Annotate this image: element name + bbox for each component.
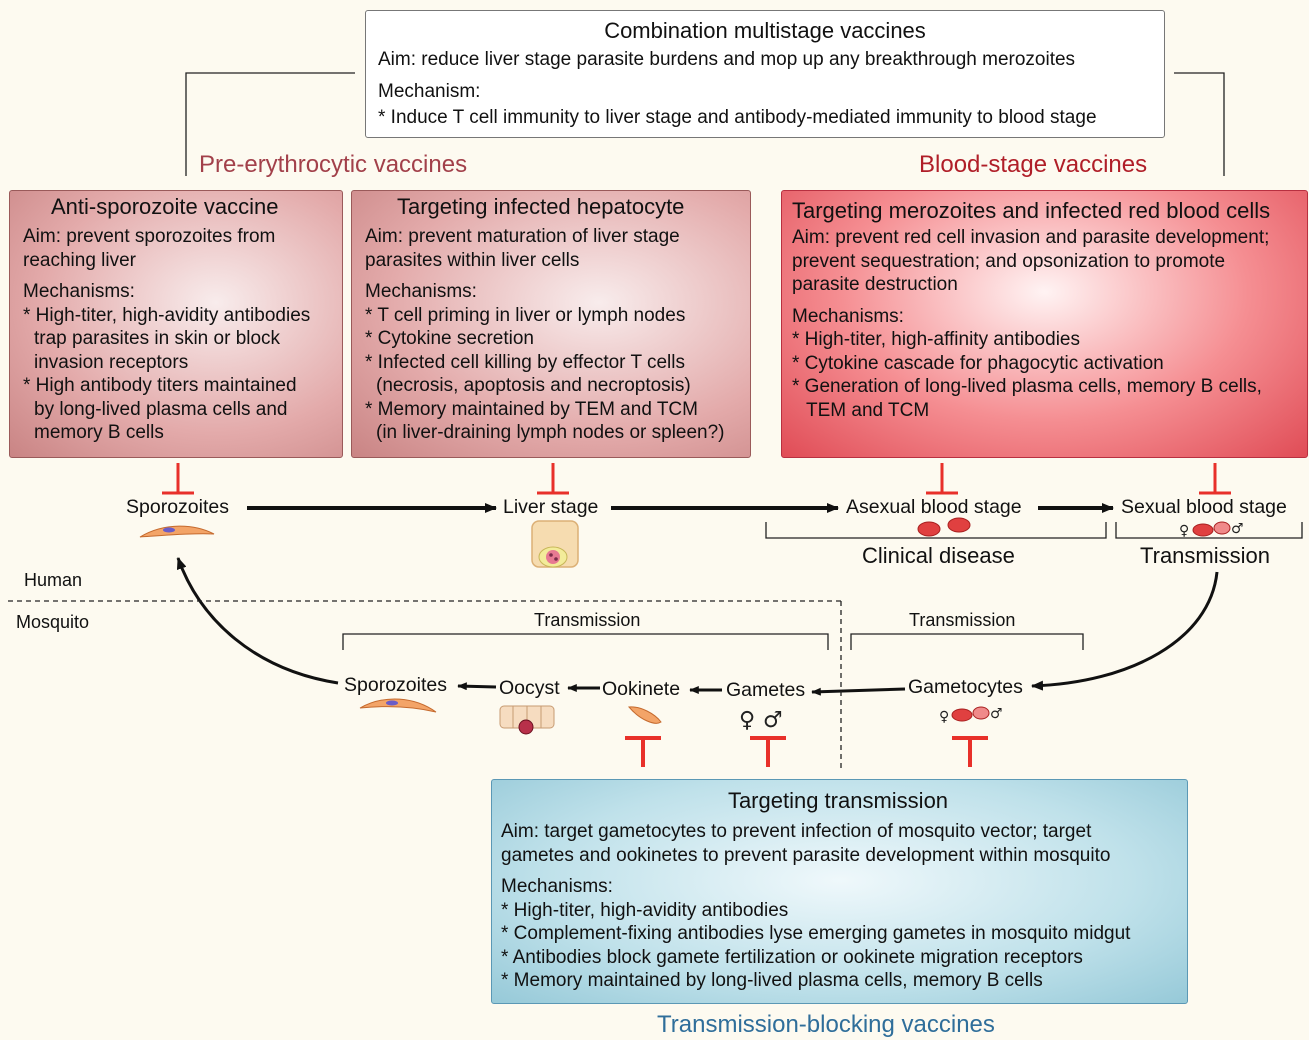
transmission-mechanism-line: * Complement-fixing antibodies lyse emer…	[501, 923, 1131, 944]
gametes-label: Gametes	[726, 679, 806, 701]
merozoites-rbc-box: Targeting merozoites and infected red bl…	[781, 190, 1308, 458]
human-label: Human	[24, 570, 83, 590]
transmission-aim-line: gametes and ookinetes to prevent parasit…	[501, 844, 1111, 866]
hepatocyte-aim-line: parasites within liver cells	[365, 249, 580, 271]
gamete-symbols-icon: ♀ ♂	[739, 708, 783, 733]
mosquito-gametocyte-icon: ♀ ♂	[939, 706, 1003, 725]
combination-title: Combination multistage vaccines	[604, 18, 926, 43]
anti-sporozoite-mechanism-line: * High-titer, high-avidity antibodies	[23, 304, 311, 326]
hepatocyte-mechanism-line: * Infected cell killing by effector T ce…	[365, 351, 685, 373]
merozoites-mechanism-line: * Generation of long-lived plasma cells,…	[792, 376, 1262, 397]
anti-sporozoite-mechanism-line: by long-lived plasma cells and	[34, 398, 288, 420]
targeting-transmission-box: Targeting transmission Aim: target gamet…	[491, 779, 1188, 1004]
transmission-mosquito-left-label: Transmission	[534, 610, 641, 630]
merozoites-aim-line: parasite destruction	[792, 274, 958, 295]
mosquito-sporozoites-label: Sporozoites	[344, 674, 447, 696]
transmission-mosquito-right-label: Transmission	[909, 610, 1016, 630]
stage-sporozoites: Sporozoites	[126, 496, 229, 518]
sporozoite-icon	[139, 525, 215, 538]
hepatocyte-aim-line: Aim: prevent maturation of liver stage	[365, 226, 680, 247]
anti-sporozoite-mechanism-line: invasion receptors	[34, 351, 189, 373]
inhibitor-liver	[537, 463, 569, 495]
merozoites-title: Targeting merozoites and infected red bl…	[792, 198, 1271, 223]
transmission-mechanism-line: * Memory maintained by long-lived plasma…	[501, 970, 1043, 991]
hepatocyte-mechanism-line: * Cytokine secretion	[365, 328, 534, 349]
combination-mechanism: * Induce T cell immunity to liver stage …	[378, 107, 1097, 128]
stage-sexual-blood: Sexual blood stage	[1121, 496, 1287, 518]
inhibitor-sexual	[1199, 463, 1231, 495]
anti-sporozoite-aim-line: Aim: prevent sporozoites from	[23, 226, 276, 247]
hepatocyte-mechanism-line: (necrosis, apoptosis and necroptosis)	[376, 375, 691, 396]
combination-bracket	[185, 72, 1225, 176]
gametocyte-icon: ♀ ♂	[1179, 521, 1244, 539]
oocyst-icon	[499, 705, 555, 735]
mosquito-cycle-arrows	[457, 682, 906, 696]
clinical-disease-label: Clinical disease	[862, 543, 1015, 568]
combination-vaccines-box: Combination multistage vaccines Aim: red…	[365, 10, 1165, 138]
anti-sporozoite-mechanism-line: trap parasites in skin or block	[34, 328, 281, 349]
merozoites-mechanism-line: * High-titer, high-affinity antibodies	[792, 329, 1080, 350]
transmission-human-label: Transmission	[1140, 543, 1270, 568]
svg-text:♀: ♀	[1179, 523, 1189, 539]
hepatocyte-mechanism-line: (in liver-draining lymph nodes or spleen…	[376, 422, 725, 443]
arrow-sexual-to-gametocytes	[1031, 571, 1219, 691]
inhibitor-asexual	[926, 463, 958, 495]
stage-brackets	[342, 522, 1303, 650]
transmission-aim-line: Aim: target gametocytes to prevent infec…	[501, 821, 1092, 842]
blood-stage-label: Blood-stage vaccines	[919, 151, 1148, 178]
combination-aim: Aim: reduce liver stage parasite burdens…	[378, 49, 1076, 70]
inhibitor-gametes	[750, 736, 786, 767]
mosquito-label: Mosquito	[16, 612, 90, 632]
merozoites-mechanism-line: TEM and TCM	[806, 399, 930, 421]
hepatocyte-mechanisms-heading: Mechanisms:	[365, 281, 477, 302]
inhibitor-sporozoites	[162, 463, 194, 495]
hepatocyte-mechanism-line: * Memory maintained by TEM and TCM	[365, 398, 698, 420]
svg-text:♂: ♂	[763, 708, 783, 733]
stage-liver: Liver stage	[503, 496, 599, 518]
inhibitor-gametocytes	[952, 736, 988, 767]
transmission-mechanism-line: * High-titer, high-avidity antibodies	[501, 899, 789, 921]
arrow-mosquito-sporozoites-to-human	[176, 557, 339, 685]
svg-text:♀: ♀	[739, 708, 755, 733]
human-mosquito-divider	[8, 600, 842, 770]
liver-cell-icon	[531, 520, 579, 568]
transmission-mechanisms-heading: Mechanisms:	[501, 876, 613, 897]
inhibitor-ookinete	[625, 736, 661, 767]
transmission-title: Targeting transmission	[727, 788, 949, 813]
rbc-icon	[917, 517, 971, 537]
hepatocyte-mechanism-line: * T cell priming in liver or lymph nodes	[365, 304, 686, 326]
svg-text:♂: ♂	[990, 706, 1003, 722]
anti-sporozoite-title: Anti-sporozoite vaccine	[51, 194, 279, 219]
pre-erythrocytic-label: Pre-erythrocytic vaccines	[199, 151, 468, 178]
inhibitor-symbols	[162, 463, 1231, 767]
anti-sporozoite-mechanism-line: memory B cells	[34, 422, 164, 443]
ookinete-icon	[627, 706, 662, 724]
hepatocyte-title: Targeting infected hepatocyte	[397, 194, 685, 219]
transmission-blocking-label: Transmission-blocking vaccines	[657, 1011, 995, 1038]
merozoites-mechanism-line: * Cytokine cascade for phagocytic activa…	[792, 352, 1164, 374]
anti-sporozoite-aim-line: reaching liver	[23, 249, 136, 271]
svg-text:♂: ♂	[1231, 521, 1244, 537]
stage-asexual-blood: Asexual blood stage	[846, 496, 1022, 518]
merozoites-aim-line: Aim: prevent red cell invasion and paras…	[792, 227, 1270, 248]
merozoites-aim-line: prevent sequestration; and opsonization …	[792, 250, 1226, 272]
ookinete-label: Ookinete	[602, 678, 681, 700]
transmission-mechanism-line: * Antibodies block gamete fertilization …	[501, 946, 1083, 968]
combination-mechanism-heading: Mechanism:	[378, 80, 481, 102]
anti-sporozoite-mechanisms-heading: Mechanisms:	[23, 281, 135, 302]
infected-hepatocyte-box: Targeting infected hepatocyte Aim: preve…	[351, 190, 751, 458]
svg-text:♀: ♀	[939, 709, 949, 725]
merozoites-mechanisms-heading: Mechanisms:	[792, 305, 904, 327]
oocyst-label: Oocyst	[499, 677, 560, 699]
gametocytes-label: Gametocytes	[908, 676, 1023, 698]
anti-sporozoite-box: Anti-sporozoite vaccine Aim: prevent spo…	[9, 190, 343, 458]
mosquito-sporozoite-icon	[359, 698, 437, 713]
anti-sporozoite-mechanism-line: * High antibody titers maintained	[23, 375, 297, 396]
